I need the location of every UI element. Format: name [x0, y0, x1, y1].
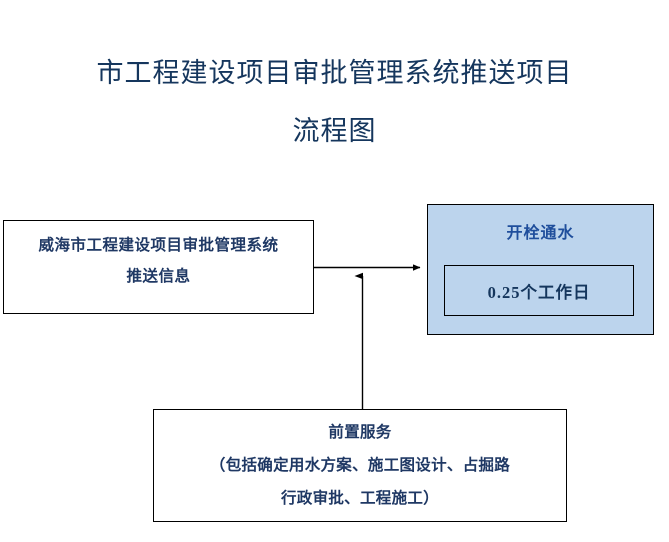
- node-source-system-text: 威海市工程建设项目审批管理系统 推送信息: [12, 230, 305, 292]
- page-title-line-2: 流程图: [292, 116, 377, 146]
- node-stage-duration-text: 0.25个工作日: [487, 282, 591, 302]
- node-pre-service: 前置服务 （包括确定用水方案、施工图设计、占掘路 行政审批、工程施工）: [153, 409, 567, 522]
- node-pre-service-line-2: （包括确定用水方案、施工图设计、占掘路: [209, 457, 511, 474]
- node-stage-duration-box: 0.25个工作日: [444, 265, 634, 316]
- node-pre-service-line-1: 前置服务: [328, 424, 392, 441]
- node-pre-service-line-3: 行政审批、工程施工）: [280, 490, 439, 507]
- node-stage-title: 开栓通水: [506, 225, 575, 242]
- node-source-system-line-1: 威海市工程建设项目审批管理系统: [38, 237, 279, 254]
- page-title-line-1: 市工程建设项目审批管理系统推送项目: [96, 58, 573, 88]
- node-pre-service-text: 前置服务 （包括确定用水方案、施工图设计、占掘路 行政审批、工程施工）: [164, 416, 556, 515]
- node-stage-open-valve: 开栓通水 0.25个工作日: [427, 204, 654, 335]
- page-title: 市工程建设项目审批管理系统推送项目 流程图: [0, 44, 669, 160]
- node-source-system: 威海市工程建设项目审批管理系统 推送信息: [3, 220, 314, 314]
- node-source-system-line-2: 推送信息: [126, 268, 191, 285]
